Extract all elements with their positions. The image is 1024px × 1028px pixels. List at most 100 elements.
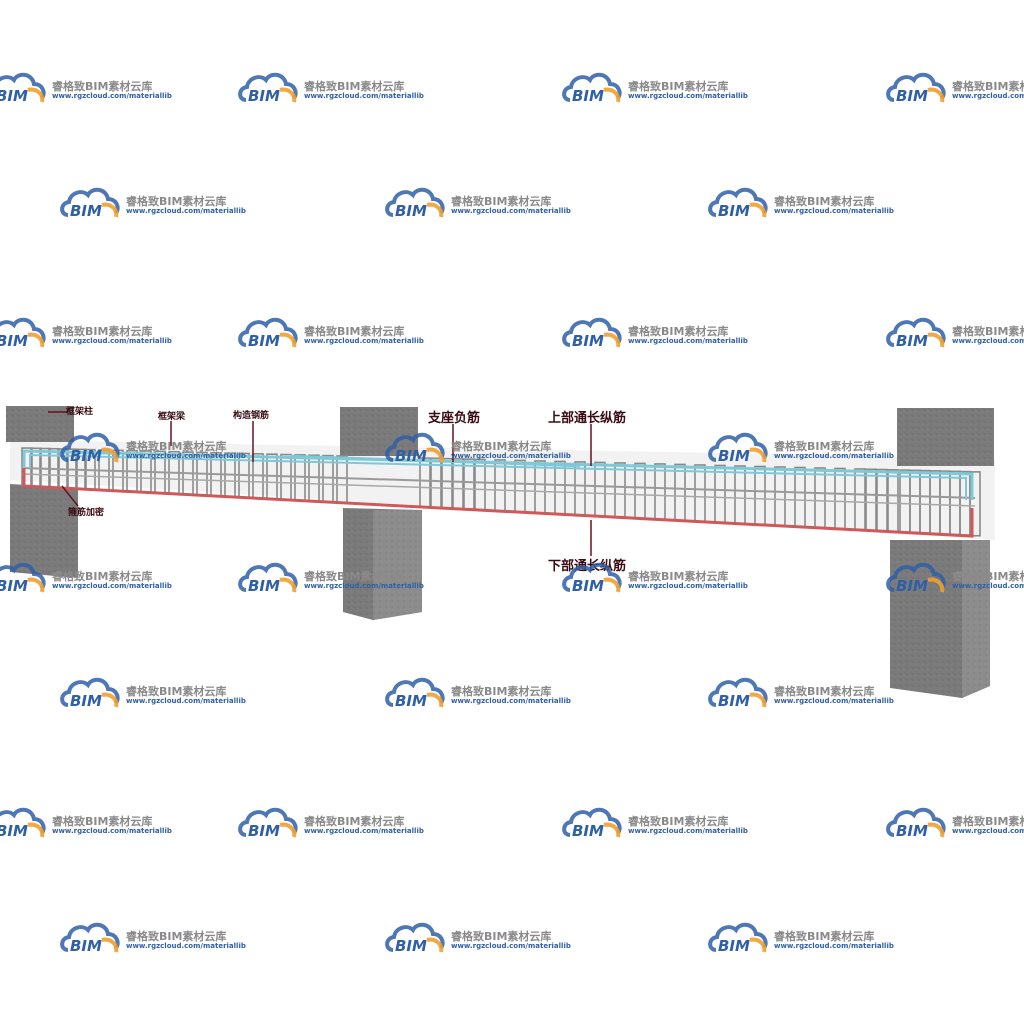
cloud-logo-icon: [886, 562, 946, 593]
cloud-logo-icon: [238, 562, 298, 593]
watermark-bim-mark: BIM: [70, 692, 102, 710]
watermark-name: 睿格致BIM素材云库: [304, 815, 405, 828]
watermark-name: 睿格致BIM素材云库: [952, 80, 1024, 93]
watermark-bim-mark: BIM: [395, 937, 427, 955]
watermark-url: www.rgzcloud.com/materiallib: [628, 582, 748, 590]
leader-lines: [48, 411, 592, 556]
watermark-url: www.rgzcloud.com/materiallib: [774, 697, 894, 705]
watermark-name: 睿格致BIM素材云库: [628, 815, 729, 828]
watermark-url: www.rgzcloud.com/materiallib: [628, 92, 748, 100]
watermark-url: www.rgzcloud.com/materiallib: [304, 337, 424, 345]
watermark-name: 睿格致BIM素材云库: [451, 440, 552, 453]
watermark: BIM睿格致BIM素材云库www.rgzcloud.com/materialli…: [0, 560, 186, 600]
watermark-url: www.rgzcloud.com/materiallib: [774, 452, 894, 460]
watermark-url: www.rgzcloud.com/materiallib: [628, 337, 748, 345]
cloud-logo-icon: [60, 432, 120, 463]
watermark-name: 睿格致BIM素材云库: [628, 325, 729, 338]
watermark-bim-mark: BIM: [718, 937, 750, 955]
cloud-logo-icon: [238, 72, 298, 103]
cloud-logo-icon: [385, 677, 445, 708]
watermark-name: 睿格致BIM素材云库: [304, 570, 405, 583]
watermark-name: 睿格致BIM素材云库: [628, 80, 729, 93]
watermark-bim-mark: BIM: [70, 937, 102, 955]
watermark-bim-mark: BIM: [896, 332, 928, 350]
watermark: BIM 睿格致BIM素材云库www.rgzcloud.com/materialli…: [0, 70, 186, 110]
leader-stirrup-densification: [61, 485, 79, 507]
cloud-logo-icon: [562, 807, 622, 838]
watermark-url: www.rgzcloud.com/materiallib: [952, 337, 1024, 345]
cloud-logo-icon: [0, 317, 46, 348]
cloud-logo-icon: [562, 72, 622, 103]
watermark-url: www.rgzcloud.com/materiallib: [304, 827, 424, 835]
watermark-bim-mark: BIM: [248, 822, 280, 840]
watermark-name: 睿格致BIM素材云库: [451, 685, 552, 698]
top-continuous-rebar-inner: [29, 453, 967, 500]
watermark-bim-mark: BIM: [718, 202, 750, 220]
cloud-logo-icon: [238, 317, 298, 348]
watermark-bim-mark: BIM: [0, 87, 28, 105]
watermark: BIM睿格致BIM素材云库www.rgzcloud.com/materialli…: [0, 315, 186, 355]
watermark-name: 睿格致BIM素材云库: [774, 930, 875, 943]
watermark-bim-mark: BIM: [718, 447, 750, 465]
watermark-url: www.rgzcloud.com/materiallib: [952, 827, 1024, 835]
watermark-url: www.rgzcloud.com/materiallib: [952, 582, 1024, 590]
watermark-url: www.rgzcloud.com/materiallib: [126, 697, 246, 705]
watermark-bim-mark: BIM: [0, 577, 28, 595]
watermark-name: 睿格致BIM素材云库: [304, 325, 405, 338]
watermark-name: 睿格致BIM素材云库: [952, 325, 1024, 338]
watermark-bim-mark: BIM: [718, 692, 750, 710]
cloud-logo-icon: [708, 922, 768, 953]
cloud-logo-icon: [886, 807, 946, 838]
cloud-logo-icon: [60, 677, 120, 708]
watermark-name: 睿格致BIM素材云库: [451, 930, 552, 943]
label-frame-column: 框架柱: [66, 407, 94, 417]
support-negative-rebar: [289, 454, 581, 468]
cloud-logo-icon: [0, 72, 46, 103]
watermark-bim-mark: BIM: [572, 577, 604, 595]
cloud-logo-icon: [0, 562, 46, 593]
structural-rebar: [21, 467, 976, 499]
cloud-logo-icon: [886, 72, 946, 103]
watermark-url: www.rgzcloud.com/materiallib: [451, 942, 571, 950]
watermark-name: 睿格致BIM素材云库: [126, 195, 227, 208]
watermark-bim-mark: BIM: [896, 87, 928, 105]
watermark-url: www.rgzcloud.com/materiallib: [451, 207, 571, 215]
watermark-url: www.rgzcloud.com/materiallib: [451, 452, 571, 460]
watermark-bim-mark: BIM: [572, 332, 604, 350]
watermark-bim-mark: BIM: [395, 202, 427, 220]
watermark-url: www.rgzcloud.com/materiallib: [451, 697, 571, 705]
watermark-name: 睿格致BIM素材云库: [52, 815, 153, 828]
cloud-logo-icon: [385, 922, 445, 953]
watermark-bim-mark: BIM: [0, 332, 28, 350]
cloud-logo-icon: [708, 187, 768, 218]
watermark-url: www.rgzcloud.com/materiallib: [52, 337, 172, 345]
watermark-url: www.rgzcloud.com/materiallib: [52, 92, 172, 100]
watermark-bim-mark: BIM: [572, 87, 604, 105]
stirrup: [969, 471, 981, 537]
watermark-name: 睿格致BIM素材云库: [52, 80, 153, 93]
cloud-logo-icon: [60, 922, 120, 953]
watermark-bim-mark: BIM: [395, 692, 427, 710]
watermark-name: 睿格致BIM素材云库: [451, 195, 552, 208]
watermark-url: www.rgzcloud.com/materiallib: [774, 942, 894, 950]
cloud-logo-icon: [238, 807, 298, 838]
column-left: [6, 406, 78, 578]
cloud-logo-icon: [562, 562, 622, 593]
watermark-bim-mark: BIM: [896, 577, 928, 595]
watermark-name: 睿格致BIM素材云库: [628, 570, 729, 583]
label-frame-beam: 框架梁: [158, 412, 186, 422]
watermark-url: www.rgzcloud.com/materiallib: [52, 827, 172, 835]
watermark-name: 睿格致BIM素材云库: [774, 685, 875, 698]
